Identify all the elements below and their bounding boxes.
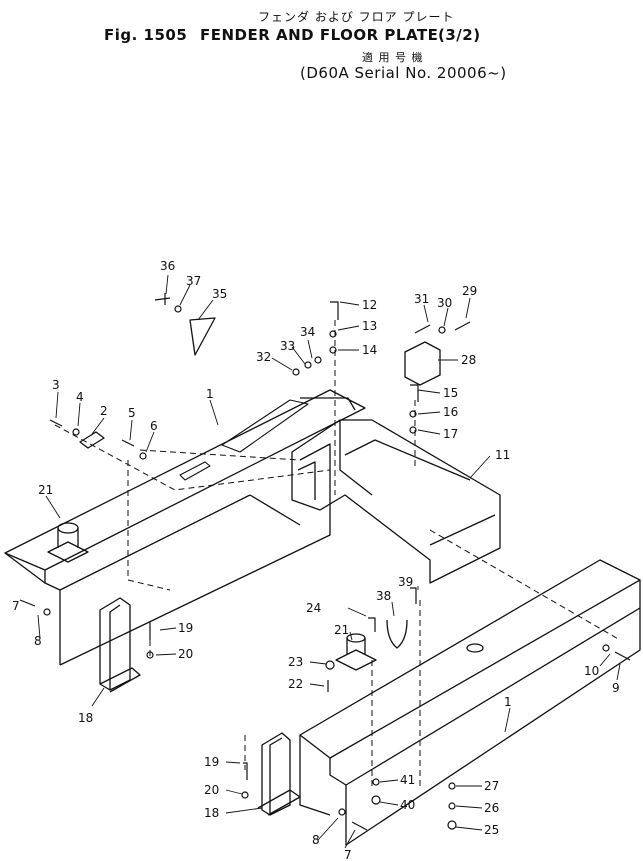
callout-30: 30	[437, 296, 452, 310]
callout-26: 26	[484, 801, 499, 815]
left-fender	[4, 389, 366, 666]
right-fender	[299, 559, 641, 846]
serial-range: (D60A Serial No. 20006~)	[300, 64, 507, 82]
bracket-28	[404, 341, 441, 386]
callout-29: 29	[462, 284, 477, 298]
figure-number: Fig. 1505	[104, 26, 188, 44]
callout-7-left: 7	[12, 599, 20, 613]
callout-9: 9	[612, 681, 620, 695]
plate-2	[79, 431, 105, 449]
callout-20-left: 20	[178, 647, 193, 661]
callout-27: 27	[484, 779, 499, 793]
callout-28: 28	[461, 353, 476, 367]
callout-8-left: 8	[34, 634, 42, 648]
figure-title: FENDER AND FLOOR PLATE	[200, 26, 439, 44]
callout-19-left: 19	[178, 621, 193, 635]
callout-35: 35	[212, 287, 227, 301]
callout-21-left: 21	[38, 483, 53, 497]
mount-post-left	[47, 522, 89, 563]
drawing-header: フェンダ および フロア プレート Fig. 1505 FENDER AND F…	[0, 0, 643, 95]
callout-33: 33	[280, 339, 295, 353]
callout-31: 31	[414, 292, 429, 306]
serial-text: D60A Serial No. 20006~	[306, 64, 501, 82]
fasteners	[19, 293, 631, 831]
callout-20-right: 20	[204, 783, 219, 797]
bracket-left	[99, 597, 141, 693]
sheet-indicator: (3/2)	[438, 26, 481, 44]
callout-19-right: 19	[204, 755, 219, 769]
callout-34: 34	[300, 325, 315, 339]
title-japanese: フェンダ および フロア プレート	[258, 10, 455, 24]
callout-22: 22	[288, 677, 303, 691]
center-frame	[291, 419, 501, 584]
callout-6: 6	[150, 419, 158, 433]
callout-16: 16	[443, 405, 458, 419]
callout-14: 14	[362, 343, 377, 357]
callout-10: 10	[584, 664, 599, 678]
callout-32: 32	[256, 350, 271, 364]
callout-36: 36	[160, 259, 175, 273]
leader-lines	[37, 274, 621, 849]
callout-41: 41	[400, 773, 415, 787]
callout-labels: 36 37 35 12 13 14 34 33 32 31 30 29 28 1…	[12, 259, 620, 861]
callout-21-right: 21	[334, 623, 349, 637]
callout-38: 38	[376, 589, 391, 603]
callout-25: 25	[484, 823, 499, 837]
callout-40: 40	[400, 798, 415, 812]
callout-23: 23	[288, 655, 303, 669]
callout-18-right: 18	[204, 806, 219, 820]
callout-4: 4	[76, 390, 84, 404]
callout-5: 5	[128, 406, 136, 420]
callout-13: 13	[362, 319, 377, 333]
callout-12: 12	[362, 298, 377, 312]
callout-17: 17	[443, 427, 458, 441]
callout-37: 37	[186, 274, 201, 288]
callout-8-right: 8	[312, 833, 320, 847]
callout-24: 24	[306, 601, 321, 615]
mount-post-right	[335, 633, 377, 671]
callout-1-left: 1	[206, 387, 214, 401]
callout-2: 2	[100, 404, 108, 418]
stay-35	[189, 317, 216, 356]
callout-1-right: 1	[504, 695, 512, 709]
callout-15: 15	[443, 386, 458, 400]
callout-18-left: 18	[78, 711, 93, 725]
callout-39: 39	[398, 575, 413, 589]
bracket-right	[257, 732, 301, 816]
applicable-models-jp: 適 用 号 機	[362, 51, 424, 64]
callout-3: 3	[52, 378, 60, 392]
callout-7-right: 7	[344, 848, 352, 861]
callout-11: 11	[495, 448, 510, 462]
u-bolt	[386, 619, 408, 649]
reference-lines	[54, 320, 621, 790]
